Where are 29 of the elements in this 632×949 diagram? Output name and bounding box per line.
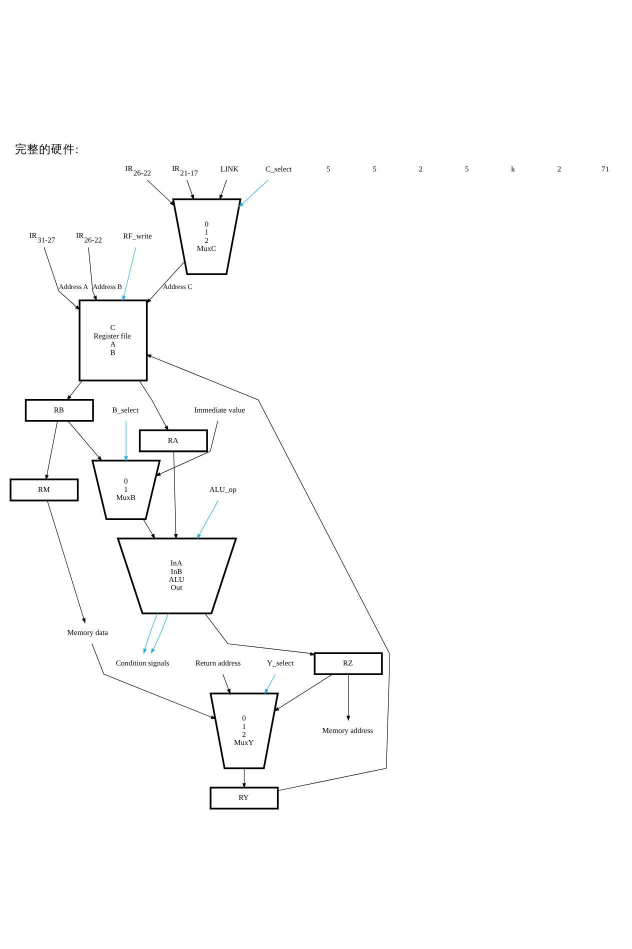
arrow	[44, 246, 80, 310]
arrow	[173, 450, 178, 539]
arrow	[222, 673, 230, 694]
arrow	[122, 246, 136, 301]
arrow	[346, 673, 350, 721]
arrow	[46, 500, 86, 623]
arrow	[138, 380, 168, 430]
arrow	[92, 642, 216, 719]
arrow	[204, 612, 316, 656]
arrow	[143, 612, 158, 654]
arrow	[45, 420, 58, 480]
arrow	[186, 179, 194, 200]
arrow	[264, 673, 276, 694]
arrow	[155, 420, 218, 476]
arrow	[220, 179, 227, 200]
arrow	[242, 768, 246, 788]
arrow	[124, 420, 128, 461]
arrow	[143, 518, 156, 539]
arrow	[146, 354, 390, 790]
arrow	[146, 260, 185, 304]
diagram-title: 完整的硬件:	[15, 142, 78, 156]
arrow	[66, 380, 82, 400]
arrow	[150, 612, 169, 654]
arrow	[88, 246, 97, 301]
arrow	[146, 179, 175, 206]
arrow	[196, 500, 218, 539]
arrow	[68, 420, 102, 461]
arrow	[238, 179, 269, 207]
arrow	[274, 673, 333, 711]
